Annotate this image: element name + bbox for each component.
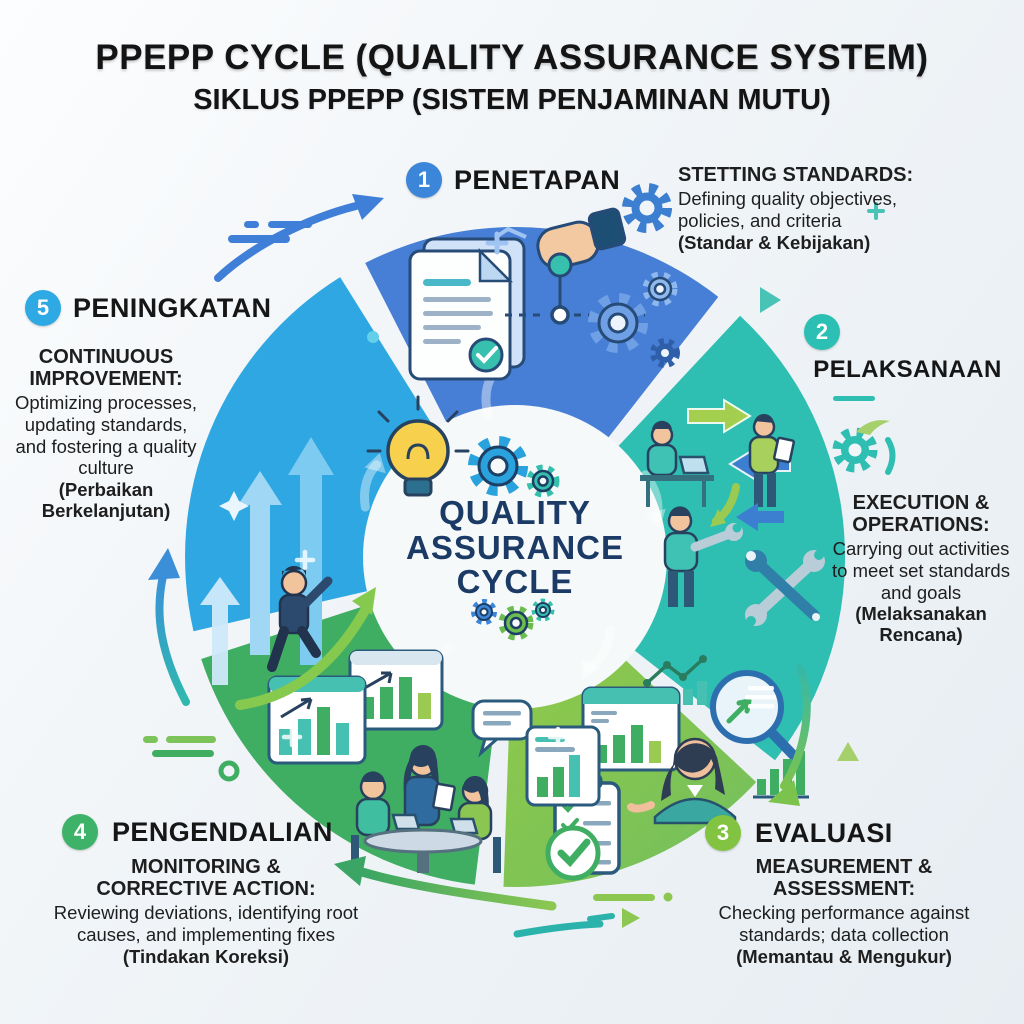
climber-person-icon (267, 565, 333, 672)
person-with-clipboard-icon (748, 413, 795, 507)
stage-2-label: PELAKSANAAN (813, 356, 1002, 383)
deco-leaf-swoosh (856, 420, 890, 435)
deco-teal-arc (885, 437, 896, 475)
page-subtitle: SIKLUS PPEPP (SISTEM PENJAMINAN MUTU) (193, 84, 831, 116)
stage-1-description: STETTING STANDARDS: Defining quality obj… (678, 164, 946, 253)
sparkle-icon (219, 491, 249, 521)
stage-3-title: 3 EVALUASI (705, 815, 893, 851)
gear-icon (468, 436, 528, 496)
deco-equals-lines (745, 686, 776, 709)
execution-illustration (640, 398, 825, 626)
chart-window-icon (581, 686, 681, 772)
up-arrow-icon (200, 577, 240, 685)
stage-4-label: PENGENDALIAN (112, 816, 333, 847)
stage-4-note: (Tindakan Koreksi) (122, 945, 290, 967)
stage-2-heading: EXECUTION & OPERATIONS: (852, 492, 990, 536)
gear-icon (531, 598, 555, 622)
person-at-laptop-icon (640, 420, 714, 507)
arrowhead (352, 587, 376, 615)
center-circle (363, 405, 667, 709)
deco-left-dashes (143, 736, 240, 782)
standards-document-illustration (408, 207, 680, 381)
stage-3-heading: MEASUREMENT & ASSESSMENT: (755, 856, 933, 900)
pelaksanaan-gear-icon (832, 427, 878, 473)
stage-5-badge: 5 (25, 290, 61, 326)
deco-bottom-swoosh (513, 892, 673, 938)
gear-icon (588, 293, 648, 353)
page-title: PPEPP CYCLE (QUALITY ASSURANCE SYSTEM) (95, 38, 929, 77)
speech-bubble-icon (471, 699, 533, 758)
center-line-3: CYCLE (456, 563, 574, 601)
gear-icon (471, 599, 497, 625)
crossed-wrenches-icon (745, 550, 825, 626)
center-gears (468, 436, 560, 641)
stage-5-description: CONTINUOUS IMPROVEMENT: Optimizing proce… (8, 346, 204, 522)
check-circle-icon (545, 825, 601, 881)
setting-standards-gear-icon (622, 183, 672, 233)
stage-1-badge: 1 (406, 162, 442, 198)
stage-5-body: Optimizing processes, updating standards… (15, 392, 197, 479)
stage-5-heading: CONTINUOUS IMPROVEMENT: (29, 346, 183, 390)
stage-4-badge: 4 (62, 814, 98, 850)
gear-icon (642, 271, 678, 307)
person-with-wrench-icon (663, 506, 743, 607)
stage-2-badge: 2 (804, 314, 840, 350)
stage-4-title: 4 PENGENDALIAN (62, 814, 333, 850)
stage-3-note: (Memantau & Mengukur) (736, 945, 952, 967)
stage-3-body: Checking performance against standards; … (718, 902, 970, 945)
center-line-2: ASSURANCE (405, 528, 625, 566)
stage-4-heading: MONITORING & CORRECTIVE ACTION: (96, 856, 316, 900)
stage-1-body: Defining quality objectives, policies, a… (678, 188, 898, 231)
stage-5-title: 5 PENINGKATAN (25, 290, 271, 326)
stage-1-heading: STETTING STANDARDS: (678, 164, 914, 186)
stage-4-description: MONITORING & CORRECTIVE ACTION: Reviewin… (50, 856, 362, 967)
chart-window-icon (348, 649, 444, 731)
meeting-people-icon (351, 744, 501, 873)
gear-icon (498, 605, 534, 641)
improvement-illustration (200, 395, 470, 710)
deco-bottom-arrow (334, 856, 557, 911)
gear-icon (526, 464, 560, 498)
trend-line-icon (643, 655, 707, 705)
stage-5-note: (Perbaikan Berkelanjutan) (41, 479, 171, 522)
up-arrow-icon (288, 437, 334, 665)
stage-1-note: (Standar & Kebijakan) (678, 231, 871, 253)
stage-1-title: 1 PENETAPAN (406, 162, 620, 198)
stage-3-badge: 3 (705, 815, 741, 851)
stage-2-description: EXECUTION & OPERATIONS: Carrying out act… (830, 492, 1012, 646)
deco-teal-triangle (760, 287, 781, 313)
deco-top-left-arrow (214, 194, 384, 282)
growth-arrow-icon (235, 600, 373, 710)
stage-2-note: (Melaksanakan Rencana) (855, 603, 987, 646)
stage-3-description: MEASUREMENT & ASSESSMENT: Checking perfo… (688, 856, 1000, 967)
stage-2-underline (833, 396, 875, 401)
header: PPEPP CYCLE (QUALITY ASSURANCE SYSTEM) S… (0, 38, 1024, 117)
deco-dot (367, 331, 379, 343)
stage-5-label: PENINGKATAN (73, 292, 272, 323)
stage-1-label: PENETAPAN (454, 164, 621, 195)
up-arrow-icon (238, 471, 282, 655)
magnifier-icon (710, 670, 801, 763)
stage-2-body: Carrying out activities to meet set stan… (832, 538, 1010, 603)
stage-3-label: EVALUASI (755, 817, 893, 848)
center-label: QUALITY ASSURANCE CYCLE (390, 494, 640, 601)
stage-4-body: Reviewing deviations, identifying root c… (53, 902, 359, 945)
deco-left-arrow (148, 548, 190, 706)
center-line-1: QUALITY (439, 494, 591, 531)
deco-plus-marks (281, 202, 885, 748)
deco-right-arrow (768, 664, 859, 806)
gear-icon (650, 338, 680, 368)
lightbulb-icon (366, 395, 470, 497)
